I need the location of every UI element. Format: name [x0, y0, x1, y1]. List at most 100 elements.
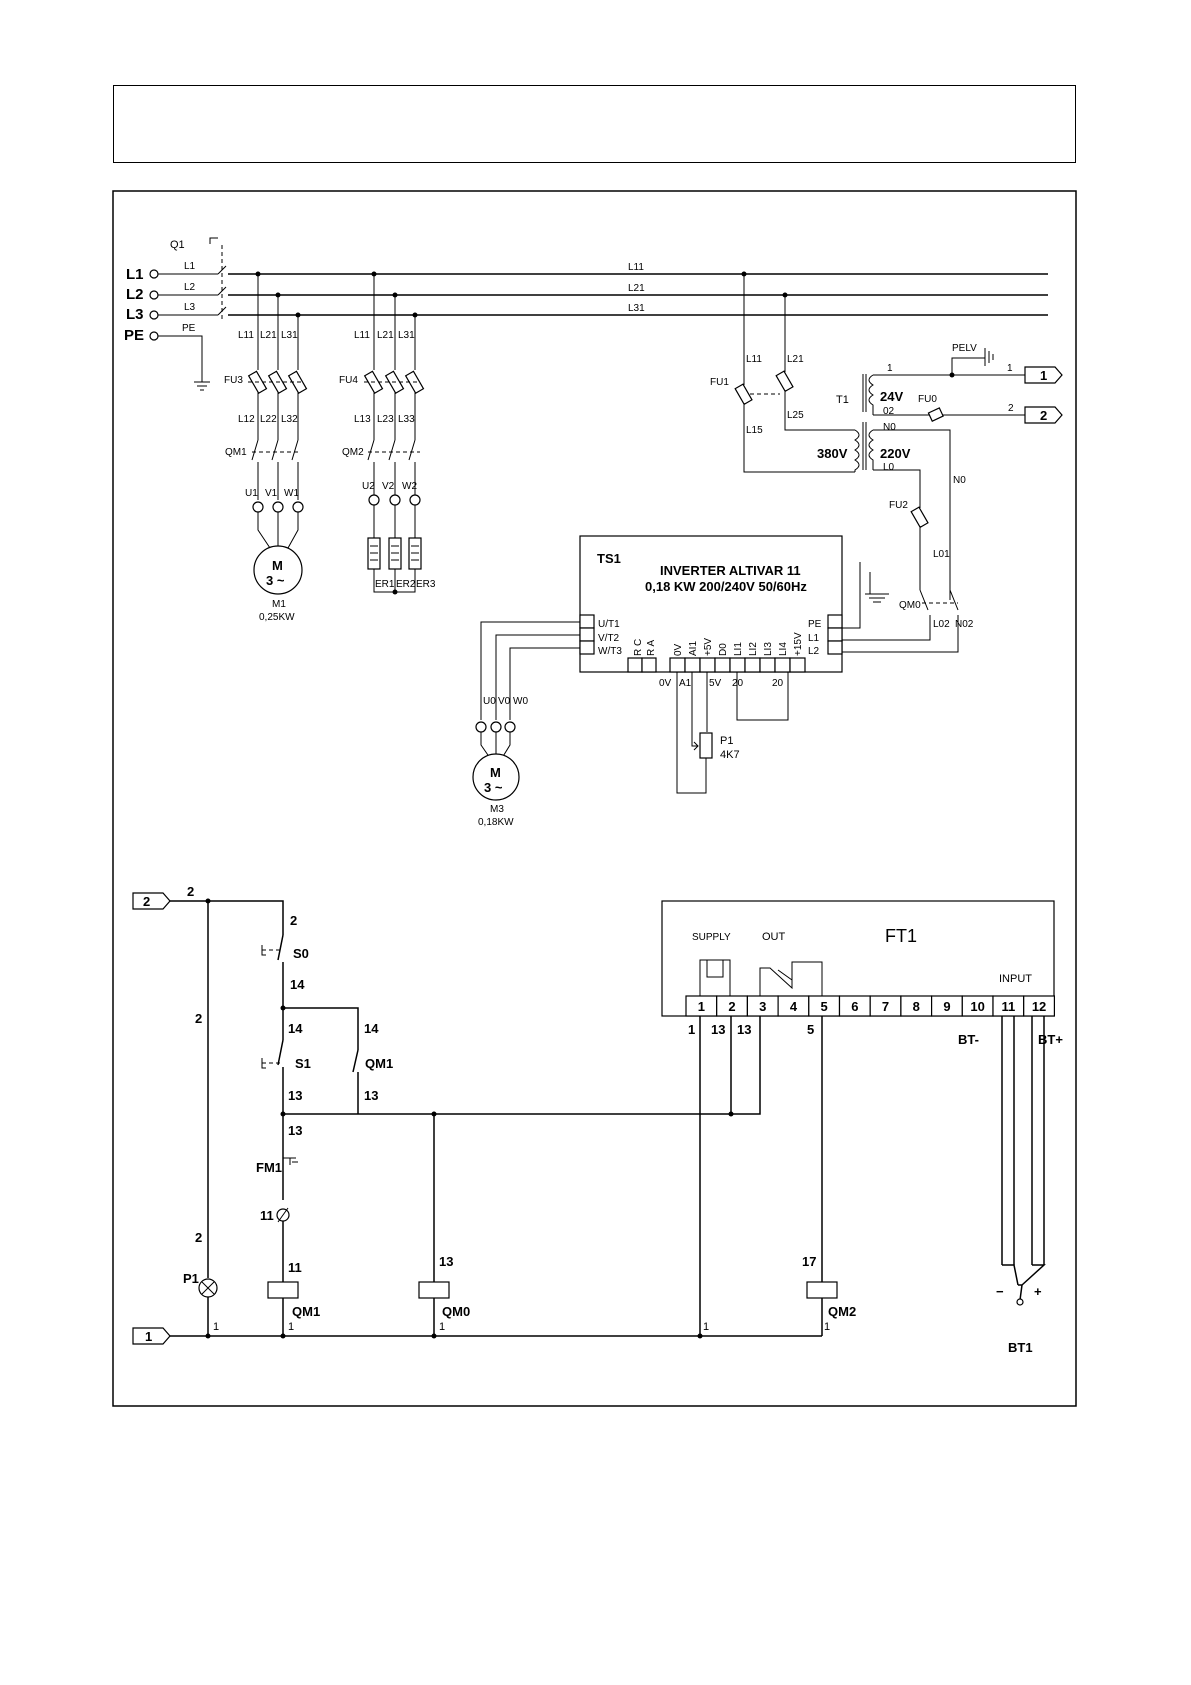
s1-label: S1: [295, 1056, 311, 1071]
q1-label: Q1: [170, 239, 185, 251]
svg-text:2: 2: [195, 1011, 202, 1026]
svg-text:LI3: LI3: [763, 642, 774, 656]
input-connector-2: [132, 892, 171, 910]
terminal-l1: L1: [126, 266, 144, 283]
svg-text:L2: L2: [808, 646, 820, 657]
inverter-spec: 0,18 KW 200/240V 50/60Hz: [645, 579, 807, 594]
control-circuit: 2 2 2 S0 14 14 14 S1 QM1 13 13 13 FM1 11…: [132, 884, 856, 1345]
ft1-out-label: OUT: [762, 931, 786, 943]
svg-text:L0: L0: [883, 462, 895, 473]
control-terminals: 0V AI1 +5V D0 LI1 LI2 LI3 LI4 +15V: [669, 632, 806, 673]
svg-text:+: +: [1034, 1284, 1042, 1299]
svg-text:BT+: BT+: [1038, 1032, 1063, 1047]
line-terminals: L1 L2 L3 PE L1 L2 L3 PE: [124, 261, 227, 391]
svg-text:13: 13: [737, 1022, 751, 1037]
svg-text:M: M: [272, 558, 283, 573]
ft1-terminal-label: 9: [943, 999, 950, 1014]
svg-text:L11: L11: [354, 330, 370, 341]
branch-transformer: L11 L21 FU1 L15 L25 380V T1 24V 02 220V …: [710, 274, 1063, 653]
output-connector-1: [1024, 366, 1063, 384]
t1-primary-voltage: 380V: [817, 446, 848, 461]
svg-text:L1: L1: [184, 261, 196, 272]
svg-text:N0: N0: [883, 422, 896, 433]
svg-text:L22: L22: [260, 414, 277, 425]
coil-qm1: [267, 1281, 299, 1299]
svg-text:L15: L15: [746, 425, 763, 436]
svg-text:2: 2: [1040, 408, 1047, 423]
main-switch-q1: Q1: [170, 237, 223, 320]
terminal-l2: L2: [126, 286, 144, 303]
svg-text:1: 1: [439, 1321, 445, 1333]
branch-heaters: L11 L21 L31 FU4 L13 L23 L33 QM2 U2 V2 W2…: [339, 274, 436, 595]
svg-text:0,25KW: 0,25KW: [259, 612, 295, 623]
coil-qm0: [418, 1281, 450, 1299]
svg-text:L21: L21: [260, 330, 277, 341]
svg-text:LI1: LI1: [733, 642, 744, 656]
svg-text:V2: V2: [382, 481, 395, 492]
svg-text:L02: L02: [933, 619, 950, 630]
svg-text:L23: L23: [377, 414, 394, 425]
ft1-terminal-label: 6: [851, 999, 858, 1014]
motor-m3: [472, 753, 520, 801]
motor-m1: [253, 545, 303, 595]
svg-text:W2: W2: [402, 481, 417, 492]
svg-text:17: 17: [802, 1254, 816, 1269]
qm1-contact-label: QM1: [365, 1056, 393, 1071]
svg-text:D0: D0: [718, 643, 729, 656]
svg-text:4K7: 4K7: [720, 749, 740, 761]
branch-m1: L11 L21 L31 FU3 L12 L22 L32 QM1 U1 V1 W1…: [224, 274, 308, 623]
svg-text:20: 20: [772, 678, 784, 689]
svg-text:1: 1: [213, 1321, 219, 1333]
svg-text:1: 1: [887, 363, 893, 374]
svg-text:L11: L11: [746, 354, 762, 365]
svg-text:2: 2: [143, 894, 150, 909]
svg-text:PE: PE: [808, 619, 822, 630]
svg-text:U1: U1: [245, 488, 258, 499]
svg-text:L21: L21: [628, 283, 645, 294]
svg-text:L11: L11: [238, 330, 254, 341]
svg-text:R A: R A: [646, 640, 657, 656]
svg-text:W/T3: W/T3: [598, 646, 622, 657]
svg-text:+15V: +15V: [793, 632, 804, 656]
svg-text:R C: R C: [633, 639, 644, 656]
busbars: L11 L21 L31: [228, 262, 1048, 318]
sensor-bt1-label: BT1: [1008, 1340, 1033, 1355]
t1-label: T1: [836, 394, 849, 406]
svg-text:0V: 0V: [673, 643, 684, 656]
lamp-p1-label: P1: [183, 1271, 199, 1286]
svg-text:0,18KW: 0,18KW: [478, 817, 514, 828]
svg-text:LI4: LI4: [778, 642, 789, 656]
svg-text:14: 14: [288, 1021, 303, 1036]
svg-text:3 ~: 3 ~: [266, 573, 285, 588]
svg-text:N02: N02: [955, 619, 974, 630]
svg-text:2: 2: [1008, 403, 1014, 414]
svg-text:PE: PE: [182, 323, 196, 334]
svg-text:L31: L31: [281, 330, 298, 341]
qm1-power-label: QM1: [225, 447, 247, 458]
inverter-body: [579, 535, 843, 673]
svg-text:A1: A1: [679, 678, 692, 689]
svg-text:11: 11: [288, 1260, 302, 1275]
ft1-input-label: INPUT: [999, 973, 1032, 985]
svg-text:2: 2: [187, 884, 194, 899]
svg-text:L25: L25: [787, 410, 804, 421]
svg-text:L21: L21: [377, 330, 394, 341]
s0-label: S0: [293, 946, 309, 961]
ft1-terminal-label: 12: [1032, 999, 1046, 1014]
fuse-fu0: [927, 407, 944, 422]
fu3-label: FU3: [224, 375, 243, 386]
svg-text:QM1: QM1: [292, 1304, 320, 1319]
svg-text:5V: 5V: [709, 678, 722, 689]
fu0-label: FU0: [918, 394, 937, 405]
input-connector-1: [132, 1327, 171, 1345]
svg-text:1: 1: [1040, 368, 1047, 383]
qm2-power-label: QM2: [342, 447, 364, 458]
svg-text:LI2: LI2: [748, 642, 759, 656]
fuse-fu2: [910, 506, 929, 529]
inverter-tag: TS1: [597, 551, 621, 566]
svg-text:1: 1: [688, 1022, 695, 1037]
svg-text:L12: L12: [238, 414, 255, 425]
t1-sec2-coil: [868, 429, 874, 470]
svg-text:+5V: +5V: [703, 638, 714, 656]
